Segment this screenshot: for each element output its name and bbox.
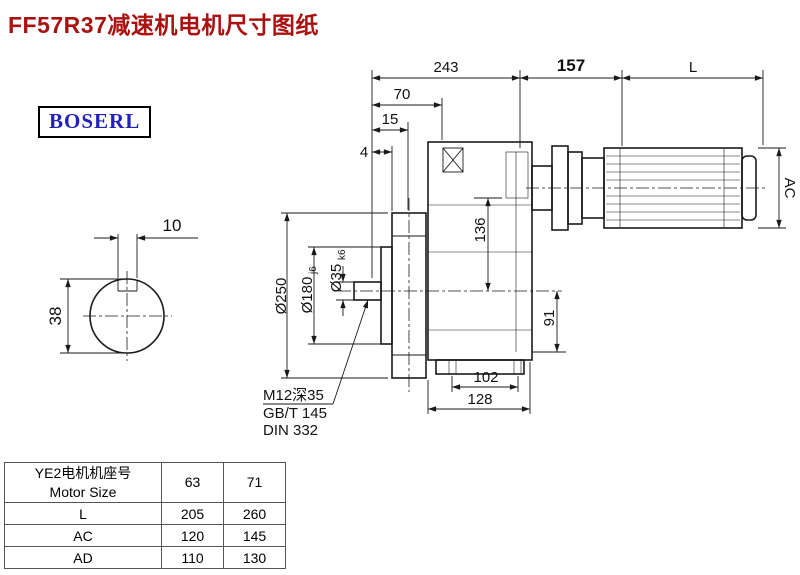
table-row-AD: AD 110 130 [4, 546, 286, 569]
dim-flange-dia-label: Ø250 [273, 278, 290, 315]
page-title: FF57R37减速机电机尺寸图纸 [8, 12, 319, 38]
breather-plug [442, 147, 464, 173]
header-size-71: 71 [223, 462, 286, 503]
top-dimensions: 243 157 L 70 15 4 [360, 56, 764, 278]
output-dia-text: Ø35 [328, 264, 345, 292]
keyway [117, 280, 138, 292]
dim-4-label: 4 [360, 144, 368, 161]
dim-key-width-label: 10 [163, 216, 182, 235]
vertical-dimensions: 136 91 AC [472, 147, 798, 353]
row-AC-label: AC [4, 524, 162, 547]
note-tap: M12深35 [263, 387, 324, 404]
gear-unit-view [338, 141, 768, 392]
row-AD-label: AD [4, 546, 162, 569]
row-L-label: L [4, 502, 162, 525]
dim-output-dia [336, 266, 354, 316]
dim-output-dia-label: Ø35 k6 [328, 249, 348, 292]
dim-shaft-dia-label: 38 [46, 307, 65, 326]
gearbox-feet [435, 359, 525, 375]
dim-136 [474, 197, 502, 291]
dim-flange-dia [281, 212, 388, 379]
shaft-centerlines [83, 271, 172, 361]
table-row-AC: AC 120 145 [4, 524, 286, 547]
dim-157-label: 157 [557, 56, 585, 75]
header-line1: YE2电机机座号 [34, 465, 132, 482]
header-size-63: 63 [161, 462, 224, 503]
motor-size-table: YE2电机机座号 Motor Size 63 71 L 205 260 AC 1… [4, 462, 286, 569]
centering-spigot [380, 246, 393, 345]
row-AD-63: 110 [161, 546, 224, 569]
dim-motor-ac-label: AC [781, 178, 798, 199]
bottom-dimensions: 102 128 [427, 362, 531, 414]
tapped-hole-callout: M12深35 GB/T 145 DIN 332 [263, 299, 369, 439]
row-AC-71: 145 [223, 524, 286, 547]
table-row-L: L 205 260 [4, 502, 286, 525]
dim-spigot-dia [308, 246, 381, 345]
dim-L-label: L [689, 59, 697, 76]
spigot-fit-text: j6 [308, 266, 319, 275]
dim-15-label: 15 [382, 111, 399, 128]
motor-assembly [526, 145, 768, 231]
dim-70-label: 70 [394, 86, 411, 103]
header-line2: Motor Size [49, 483, 117, 500]
housing-detail-lines [428, 151, 532, 352]
row-AD-71: 130 [223, 546, 286, 569]
dim-102-label: 102 [473, 369, 498, 386]
dim-128-label: 128 [467, 391, 492, 408]
feet-bolt-holes [448, 359, 522, 375]
row-L-71: 260 [223, 502, 286, 525]
dim-136-label: 136 [472, 217, 489, 242]
dim-102 [451, 376, 519, 392]
note-gb: GB/T 145 [263, 405, 327, 422]
note-din: DIN 332 [263, 422, 318, 439]
gearbox-housing [427, 141, 533, 361]
shaft-end-view: 10 38 [46, 216, 198, 361]
dim-243-label: 243 [433, 59, 458, 76]
dim-128 [427, 362, 531, 414]
boserl-logo: BOSERL [38, 106, 152, 138]
dim-91-label: 91 [541, 310, 558, 327]
output-fit-text: k6 [337, 249, 348, 260]
row-AC-63: 120 [161, 524, 224, 547]
diameter-dimensions: Ø250 Ø180 j6 Ø35 k6 [273, 212, 388, 379]
table-header-row: YE2电机机座号 Motor Size 63 71 [4, 462, 286, 503]
row-L-63: 205 [161, 502, 224, 525]
dim-motor-ac [758, 147, 786, 229]
dim-key-width [94, 234, 198, 278]
header-motor-size-cell: YE2电机机座号 Motor Size [4, 462, 162, 503]
dim-91 [532, 291, 566, 353]
dim-shaft-dia [60, 278, 122, 354]
output-axis-centerline [338, 198, 562, 392]
dim-spigot-dia-label: Ø180 j6 [299, 266, 319, 314]
spigot-dia-text: Ø180 [299, 277, 316, 314]
